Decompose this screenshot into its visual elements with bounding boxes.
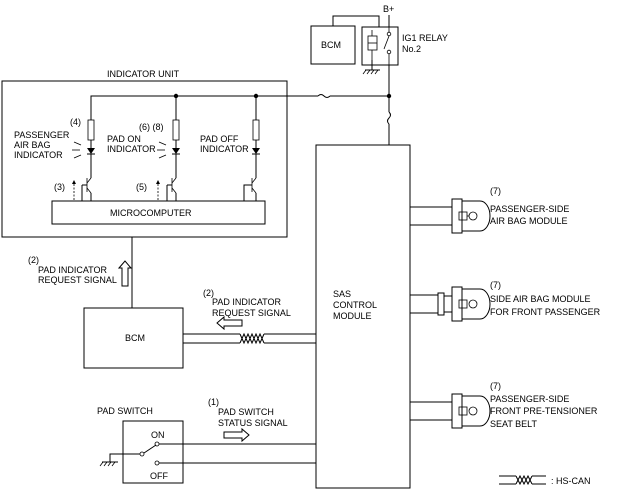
module-1-label-1: PASSENGER-SIDE	[490, 204, 569, 214]
circuit-number-5: (5)	[136, 182, 147, 192]
pad-req-mid-label-1: PAD INDICATOR	[212, 297, 282, 307]
module-3-label-2: FRONT PRE-TENSIONER	[490, 406, 598, 416]
pad-switch-title: PAD SWITCH	[97, 406, 153, 416]
pad-on-indicator-circuit	[156, 119, 180, 201]
hs-can-bus	[183, 332, 316, 345]
hs-can-legend-label: : HS-CAN	[551, 476, 591, 486]
passenger-airbag-connector	[410, 198, 491, 234]
indicator-unit-title: INDICATOR UNIT	[107, 69, 180, 79]
circuit-number-3: (3)	[54, 182, 65, 192]
sas-label-1: SAS	[333, 289, 351, 299]
right-arrow-icon	[223, 427, 250, 443]
pad-switch-off-label: OFF	[150, 471, 168, 481]
passenger-indicator-label-3: INDICATOR	[14, 150, 63, 160]
pad-switch-box	[122, 420, 184, 484]
pad-on-indicator-number: (6) (8)	[139, 122, 164, 132]
passenger-indicator-label-1: PASSENGER	[14, 130, 70, 140]
passenger-indicator-number: (4)	[70, 117, 81, 127]
pad-switch-signal-label-2: STATUS SIGNAL	[218, 418, 288, 428]
module-3-label-1: PASSENGER-SIDE	[490, 394, 569, 404]
pad-on-indicator-label-1: PAD ON	[107, 134, 141, 144]
pad-off-indicator-circuit	[243, 119, 260, 201]
side-airbag-connector	[410, 286, 491, 322]
module-3-label-3: SEAT BELT	[490, 419, 538, 429]
pad-on-indicator-label-2: INDICATOR	[107, 144, 156, 154]
module-1-number: (7)	[490, 186, 501, 196]
microcomputer-label: MICROCOMPUTER	[110, 208, 192, 218]
pad-switch-signal-label-1: PAD SWITCH	[218, 407, 274, 417]
hs-can-legend-symbol	[499, 474, 546, 486]
microcomputer-box	[51, 200, 266, 225]
bcm-box	[83, 307, 184, 369]
pretensioner-connector	[410, 393, 491, 429]
ig1-relay-no-label: No.2	[402, 44, 421, 54]
bcm-top-label: BCM	[321, 40, 341, 50]
ig1-relay-label: IG1 RELAY	[402, 33, 448, 43]
pad-req-left-number: (2)	[28, 255, 39, 265]
pad-switch-on-label: ON	[151, 430, 165, 440]
bcm-label: BCM	[125, 333, 145, 343]
b-plus-label: B+	[383, 4, 394, 14]
ig1-relay	[361, 26, 399, 66]
pad-req-mid-number: (2)	[203, 288, 214, 298]
pad-switch-signal-number: (1)	[208, 397, 219, 407]
module-2-label-1: SIDE AIR BAG MODULE	[490, 294, 591, 304]
module-1-label-2: AIR BAG MODULE	[490, 216, 568, 226]
pad-off-indicator-label-2: INDICATOR	[200, 144, 249, 154]
pad-req-mid-label-2: REQUEST SIGNAL	[212, 308, 291, 318]
pad-req-left-label-2: REQUEST SIGNAL	[38, 275, 117, 285]
sas-label-2: CONTROL	[333, 300, 377, 310]
module-2-number: (7)	[490, 280, 501, 290]
pad-req-left-label-1: PAD INDICATOR	[38, 265, 108, 275]
passenger-indicator-label-2: AIR BAG	[14, 140, 51, 150]
bcm-top-box	[310, 25, 356, 65]
sas-label-3: MODULE	[333, 311, 372, 321]
sas-control-module-box	[315, 144, 411, 489]
module-2-label-2: FOR FRONT PASSENGER	[490, 307, 601, 317]
module-3-number: (7)	[490, 381, 501, 391]
passenger-indicator-circuit	[72, 119, 95, 201]
pad-off-indicator-label-1: PAD OFF	[200, 134, 239, 144]
left-arrow-icon	[216, 315, 243, 331]
up-arrow-icon	[117, 260, 133, 287]
